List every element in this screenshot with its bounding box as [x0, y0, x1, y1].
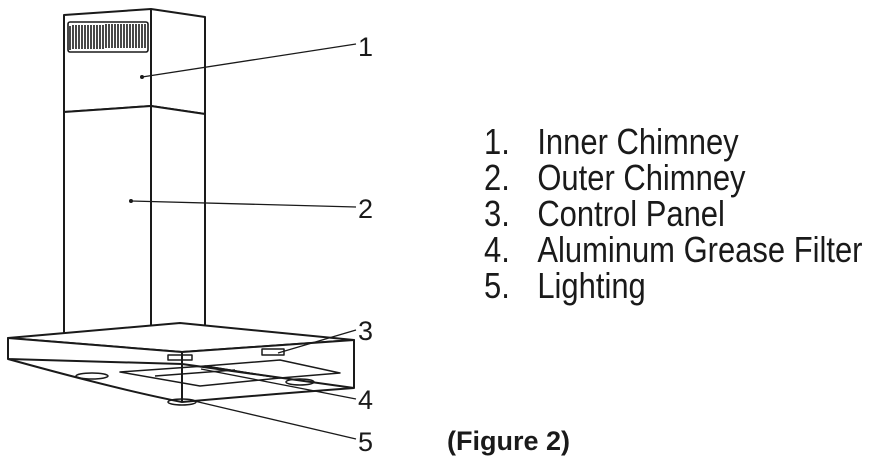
- callout-3: 3: [358, 316, 373, 346]
- hood-canopy: [7, 322, 355, 403]
- inner-chimney: [63, 8, 206, 115]
- grease-filters: [119, 359, 341, 387]
- legend-item: 5. Lighting: [484, 268, 862, 304]
- legend-label: Lighting: [537, 265, 646, 306]
- figure-caption: (Figure 2): [447, 426, 571, 456]
- leader-dot-1: [140, 75, 144, 79]
- callout-2: 2: [358, 194, 373, 224]
- legend-item: 2. Outer Chimney: [484, 160, 862, 196]
- parts-legend: 1. Inner Chimney 2. Outer Chimney 3. Contro…: [484, 124, 884, 304]
- legend-number: 4.: [484, 229, 510, 270]
- legend-item: 4. Aluminum Grease Filter: [484, 232, 862, 268]
- callout-4: 4: [358, 385, 373, 415]
- control-panel: [167, 348, 285, 361]
- legend-number: 2.: [484, 157, 510, 198]
- callout-1: 1: [358, 32, 373, 62]
- leader-dot-2: [129, 199, 133, 203]
- legend-label: Outer Chimney: [537, 157, 746, 198]
- legend-item: 1. Inner Chimney: [484, 124, 862, 160]
- legend-item: 3. Control Panel: [484, 196, 862, 232]
- legend-label: Aluminum Grease Filter: [537, 229, 863, 270]
- legend-label: Control Panel: [537, 193, 725, 234]
- leader-lines: [130, 43, 357, 440]
- legend-label: Inner Chimney: [537, 121, 739, 162]
- callout-5: 5: [358, 427, 373, 457]
- outer-chimney: [63, 105, 206, 335]
- vent-slots: [67, 21, 149, 53]
- legend-number: 3.: [484, 193, 510, 234]
- legend-number: 1.: [484, 121, 510, 162]
- lights: [75, 372, 315, 406]
- legend-number: 5.: [484, 265, 510, 306]
